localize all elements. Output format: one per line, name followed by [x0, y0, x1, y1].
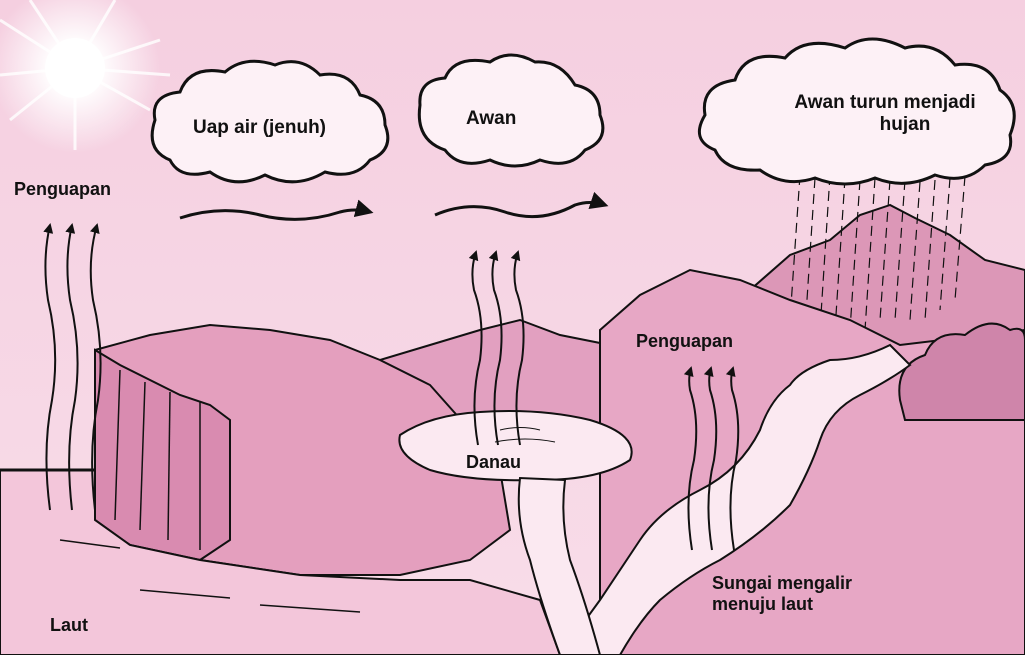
label-laut: Laut — [50, 615, 88, 636]
label-sungai-line1: Sungai mengalir — [712, 573, 852, 594]
label-penguapan-right: Penguapan — [636, 331, 733, 352]
label-sungai-line2: menuju laut — [712, 594, 852, 615]
label-awan-turun-line2: hujan — [760, 114, 1010, 136]
label-awan-turun-line1: Awan turun menjadi — [760, 92, 1010, 114]
label-awan: Awan — [466, 108, 516, 130]
label-uap-air: Uap air (jenuh) — [193, 117, 326, 139]
label-awan-turun-hujan: Awan turun menjadi hujan — [760, 92, 1010, 136]
label-danau: Danau — [466, 452, 521, 473]
label-sungai: Sungai mengalir menuju laut — [712, 573, 852, 614]
label-penguapan-left: Penguapan — [14, 179, 111, 200]
